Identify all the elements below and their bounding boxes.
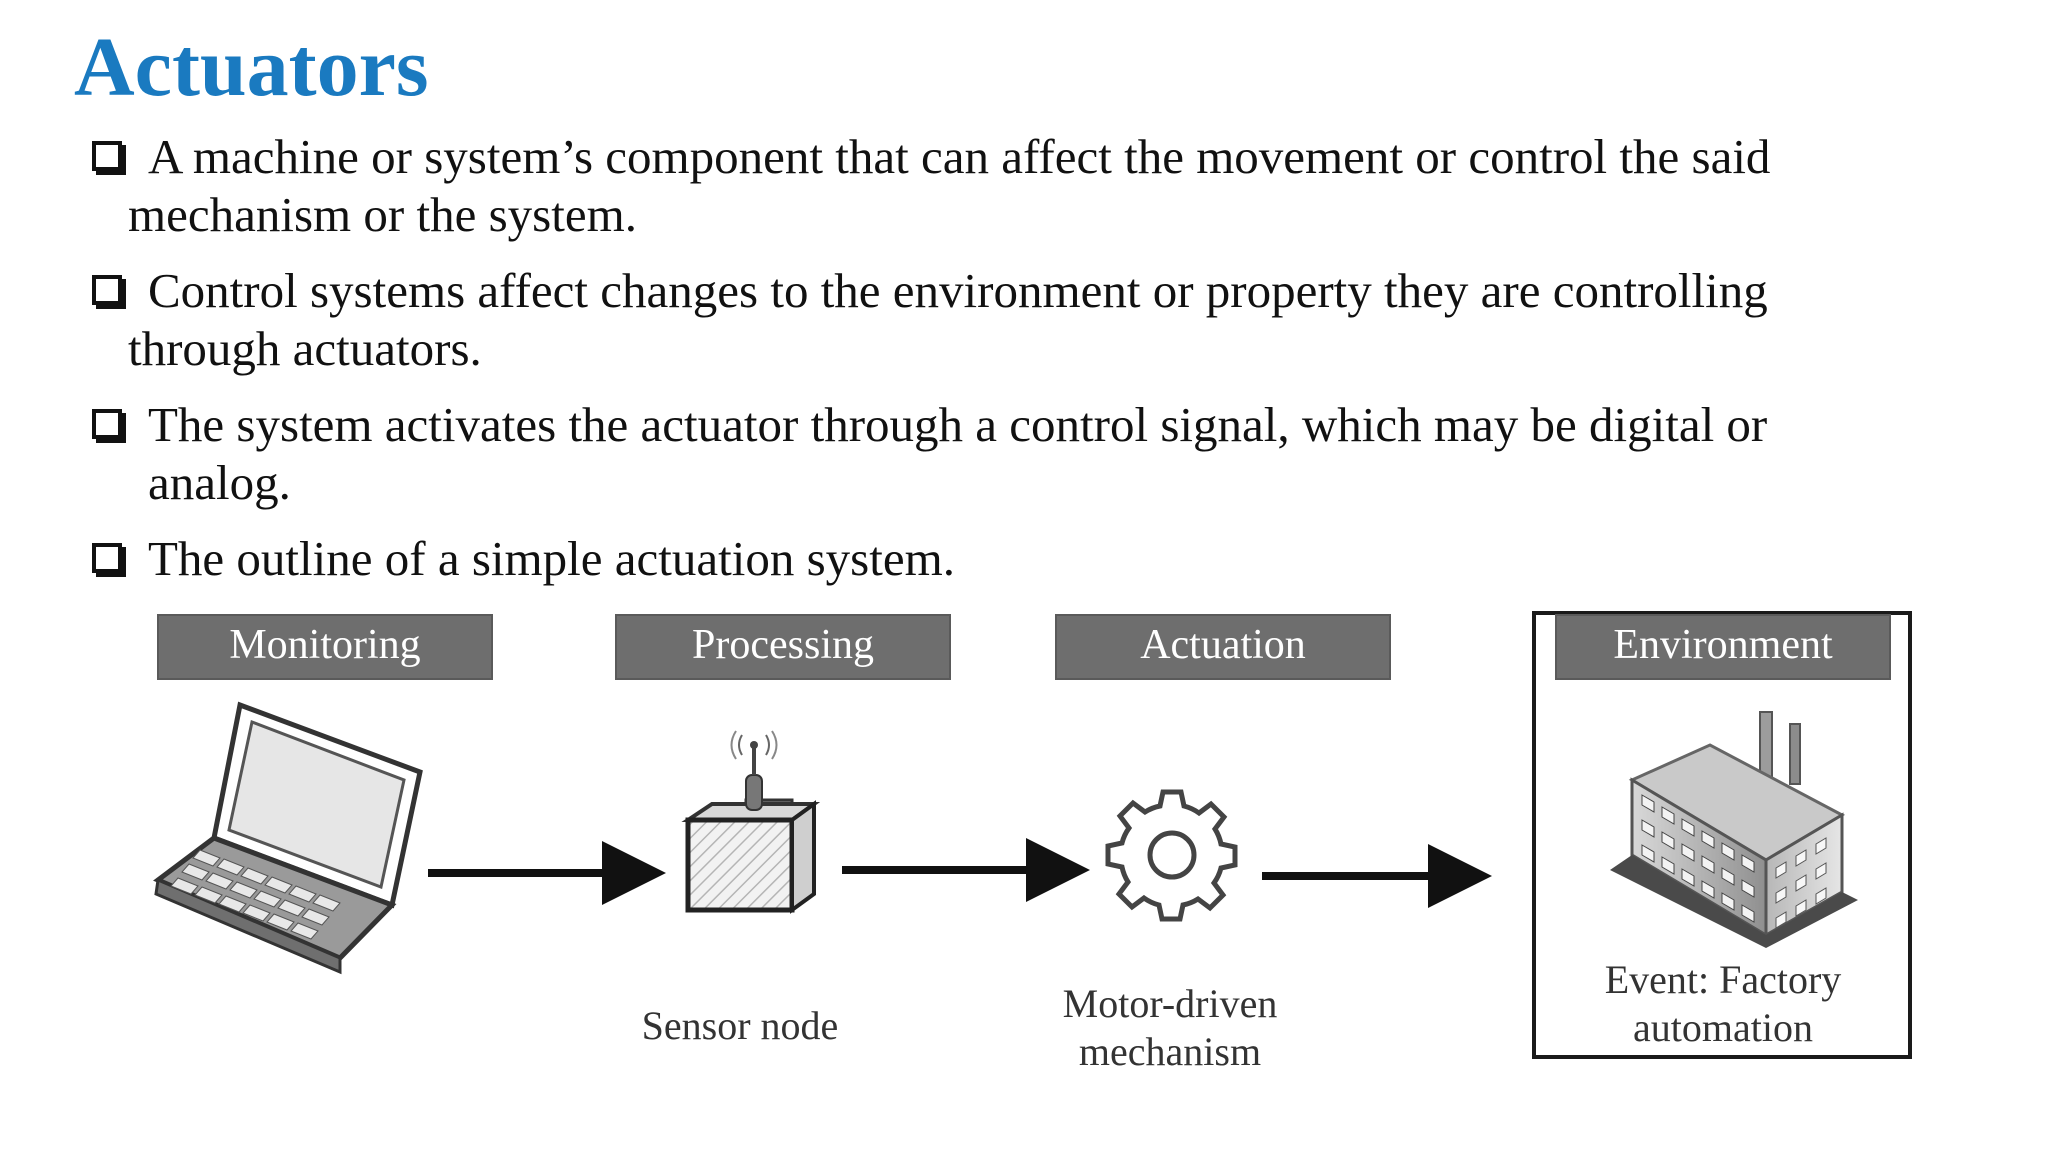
bullet-line-2: analog. bbox=[148, 455, 291, 510]
stage-header-environment: Environment bbox=[1555, 614, 1891, 680]
checkbox-bullet-icon bbox=[92, 275, 122, 305]
checkbox-bullet-icon bbox=[92, 141, 122, 171]
stage-header-monitoring: Monitoring bbox=[157, 614, 493, 680]
bullet-item: Control systems affect changes to the en… bbox=[92, 262, 1872, 378]
bullet-line-1: The system activates the actuator throug… bbox=[148, 397, 1768, 452]
bullet-item: A machine or system’s component that can… bbox=[92, 128, 1872, 244]
bullet-item: The system activates the actuator throug… bbox=[92, 396, 1872, 512]
factory-icon bbox=[1610, 711, 1858, 948]
gear-icon bbox=[1105, 789, 1238, 922]
bullet-line-2: mechanism or the system. bbox=[128, 187, 637, 242]
caption-line-2: automation bbox=[1633, 1005, 1813, 1050]
caption-line-1: Event: Factory bbox=[1604, 957, 1842, 1002]
environment-frame bbox=[1532, 611, 1912, 1059]
caption-sensor-node: Sensor node bbox=[641, 1003, 839, 1048]
stage-header-actuation: Actuation bbox=[1055, 614, 1391, 680]
caption-line-2: mechanism bbox=[1078, 1029, 1262, 1074]
bullet-item: The outline of a simple actuation system… bbox=[92, 530, 1872, 588]
checkbox-bullet-icon bbox=[92, 409, 122, 439]
bullet-line-1: A machine or system’s component that can… bbox=[148, 129, 1771, 184]
bullet-list: A machine or system’s component that can… bbox=[92, 128, 1872, 606]
slide-title: Actuators bbox=[74, 21, 429, 114]
stage-header-processing: Processing bbox=[615, 614, 951, 680]
checkbox-bullet-icon bbox=[92, 543, 122, 573]
bullet-line-2: through actuators. bbox=[128, 321, 482, 376]
sensor-node-icon bbox=[681, 730, 821, 914]
laptop-icon bbox=[153, 701, 423, 975]
bullet-line-1: The outline of a simple actuation system… bbox=[148, 531, 955, 586]
caption-motor-driven-mechanism: Motor-driven mechanism bbox=[1020, 980, 1320, 1076]
bullet-line-1: Control systems affect changes to the en… bbox=[148, 263, 1768, 318]
caption-factory-automation: Event: Factory automation bbox=[1555, 956, 1891, 1052]
caption-line-1: Motor-driven bbox=[1062, 981, 1278, 1026]
